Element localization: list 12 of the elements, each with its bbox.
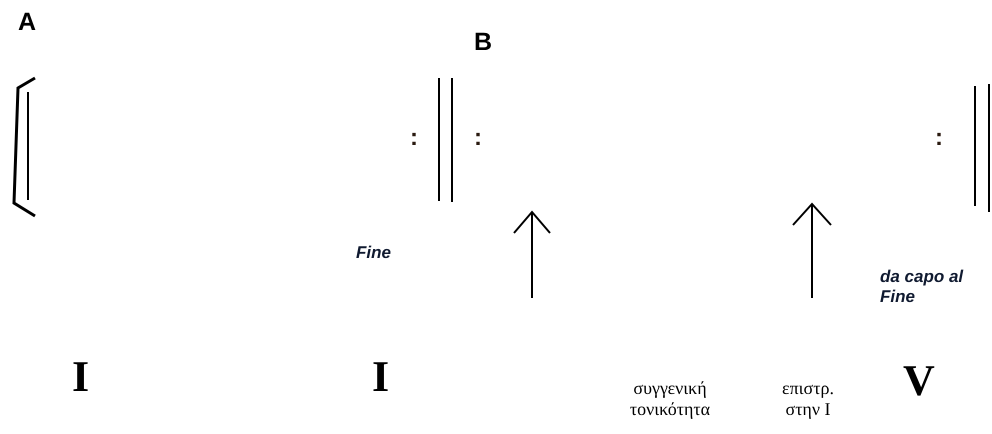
key-note: συγγενική τονικότητα <box>628 378 712 420</box>
fine-marking: Fine <box>356 243 391 263</box>
repeat-dots: : <box>410 124 418 152</box>
da-capo-marking: da capo al Fine <box>880 267 964 306</box>
harmony-numeral: V <box>903 356 935 407</box>
harmony-numeral: I <box>72 352 90 403</box>
repeat-dots: : <box>935 124 943 152</box>
repeat-dots: : <box>474 124 482 152</box>
section-letter: A <box>18 8 36 37</box>
harmony-numeral: I <box>372 352 390 403</box>
key-note: επιστρ. στην I <box>781 378 835 420</box>
section-letter: B <box>474 28 492 57</box>
